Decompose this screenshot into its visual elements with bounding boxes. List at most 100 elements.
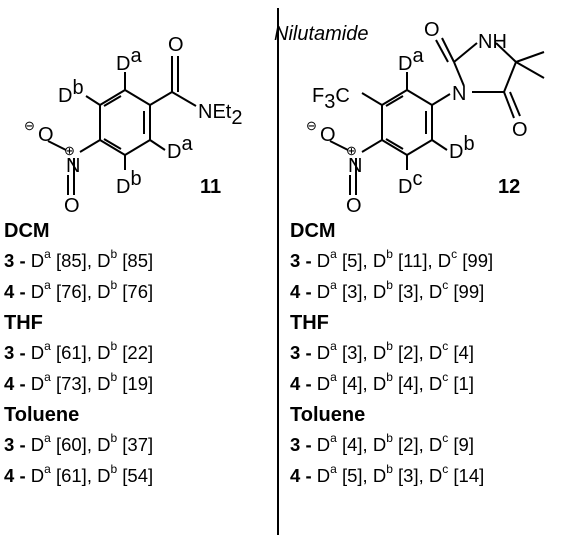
db-right-label: Db (449, 133, 475, 163)
db-left-label: Db (58, 77, 84, 107)
result-entry: 3 - Da [61], Db [22] (4, 338, 154, 363)
incorporation-value: [61] (55, 342, 87, 363)
deuterium-label: D (428, 342, 443, 363)
position-superscript: a (44, 338, 51, 353)
incorporation-value: [14] (453, 465, 485, 486)
deuterium-label: D (316, 342, 331, 363)
deuterium-label: D (97, 281, 111, 302)
incorporation-value: [4] (341, 434, 363, 455)
da-top-label: Da (116, 45, 142, 75)
compound-11-structure: Da Db Da Db O NEt2 O ⊖ N ⊕ O 11 (24, 34, 242, 217)
position-superscript: b (386, 338, 393, 353)
deuterium-label: D (97, 434, 111, 455)
position-superscript: b (386, 461, 393, 476)
deuterium-label: D (30, 373, 45, 394)
position-superscript: a (330, 369, 337, 384)
incorporation-value: [73] (55, 373, 87, 394)
deuterium-label: D (437, 250, 452, 271)
deuterium-label: D (316, 281, 331, 302)
catalyst-number: 4 (290, 465, 301, 486)
catalyst-number: 3 (4, 342, 15, 363)
incorporation-value: [2] (398, 342, 419, 363)
incorporation-value: [3] (341, 342, 363, 363)
incorporation-value: [22] (122, 342, 154, 363)
incorporation-value: [76] (122, 281, 154, 302)
position-superscript: b (110, 369, 118, 384)
position-superscript: a (44, 369, 51, 384)
incorporation-value: [3] (398, 281, 419, 302)
plus-charge-icon: ⊕ (346, 143, 357, 158)
position-superscript: c (442, 369, 449, 384)
position-superscript: b (386, 369, 393, 384)
catalyst-number: 4 (290, 281, 301, 302)
incorporation-value: [9] (453, 434, 474, 455)
position-superscript: c (442, 277, 449, 292)
position-superscript: b (110, 461, 118, 476)
compound-12-panel: Nilutamide (274, 0, 565, 535)
compound-title: Nilutamide (274, 23, 368, 45)
solvent-heading: DCM (290, 220, 336, 242)
deuterium-label: D (372, 250, 387, 271)
plus-charge-icon: ⊕ (64, 143, 75, 158)
deuterium-label: D (372, 434, 387, 455)
incorporation-value: [85] (55, 250, 87, 271)
position-superscript: b (110, 277, 118, 292)
incorporation-value: [4] (398, 373, 419, 394)
position-superscript: a (330, 430, 337, 445)
carbonyl-oxygen-bottom-label: O (512, 119, 528, 141)
solvent-heading: THF (290, 312, 329, 334)
ring-nitrogen-label: N (452, 83, 466, 105)
incorporation-value: [61] (55, 465, 87, 486)
deuterium-label: D (316, 465, 331, 486)
position-superscript: a (44, 461, 51, 476)
deuterium-label: D (316, 250, 331, 271)
nitro-oxygen-minus-label: O (38, 124, 54, 146)
incorporation-value: [99] (453, 281, 485, 302)
result-entry: 3 - Da [5], Db [11], Dc [99] (290, 246, 494, 271)
catalyst-number: 4 (4, 281, 15, 302)
compound-12-structure: Nilutamide (274, 19, 545, 217)
incorporation-value: [1] (453, 373, 474, 394)
amide-nitrogen-label: NEt2 (198, 101, 242, 129)
benzene-ring (99, 89, 151, 156)
position-superscript: c (442, 461, 449, 476)
da-top-label: Da (398, 45, 424, 75)
nitro-oxygen-label: O (64, 195, 80, 217)
solvent-heading: DCM (4, 220, 50, 242)
position-superscript: b (386, 430, 393, 445)
deuterium-label: D (372, 342, 387, 363)
incorporation-value: [60] (55, 434, 87, 455)
catalyst-number: 4 (4, 465, 15, 486)
compound-number: 11 (200, 176, 221, 198)
deuterium-label: D (428, 434, 443, 455)
deuterium-label: D (97, 250, 111, 271)
position-superscript: b (110, 338, 118, 353)
deuterium-label: D (30, 342, 45, 363)
solvent-heading: Toluene (290, 404, 366, 426)
deuterium-label: D (372, 281, 387, 302)
deuterium-label: D (30, 250, 45, 271)
incorporation-value: [3] (398, 465, 419, 486)
deuterium-label: D (316, 434, 331, 455)
incorporation-value: [37] (122, 434, 154, 455)
nitro-nitrogen-label: N (66, 155, 80, 177)
carbonyl-oxygen-top-label: O (424, 19, 440, 41)
compound-number: 12 (498, 176, 520, 198)
result-entry: 4 - Da [61], Db [54] (4, 461, 154, 486)
da-right-label: Da (167, 133, 193, 163)
incorporation-value: [5] (341, 465, 363, 486)
incorporation-value: [5] (341, 250, 363, 271)
panel-divider (277, 8, 279, 535)
minus-charge-icon: ⊖ (24, 118, 35, 133)
catalyst-number: 4 (290, 373, 301, 394)
deuterium-label: D (30, 281, 45, 302)
position-superscript: c (442, 338, 449, 353)
catalyst-number: 3 (290, 434, 301, 455)
result-entry: 4 - Da [76], Db [76] (4, 277, 154, 302)
incorporation-value: [19] (122, 373, 154, 394)
result-entry: 3 - Da [4], Db [2], Dc [9] (290, 430, 474, 455)
result-entry: 4 - Da [5], Db [3], Dc [14] (290, 461, 485, 486)
result-entry: 4 - Da [4], Db [4], Dc [1] (290, 369, 474, 394)
deuterium-label: D (428, 465, 443, 486)
